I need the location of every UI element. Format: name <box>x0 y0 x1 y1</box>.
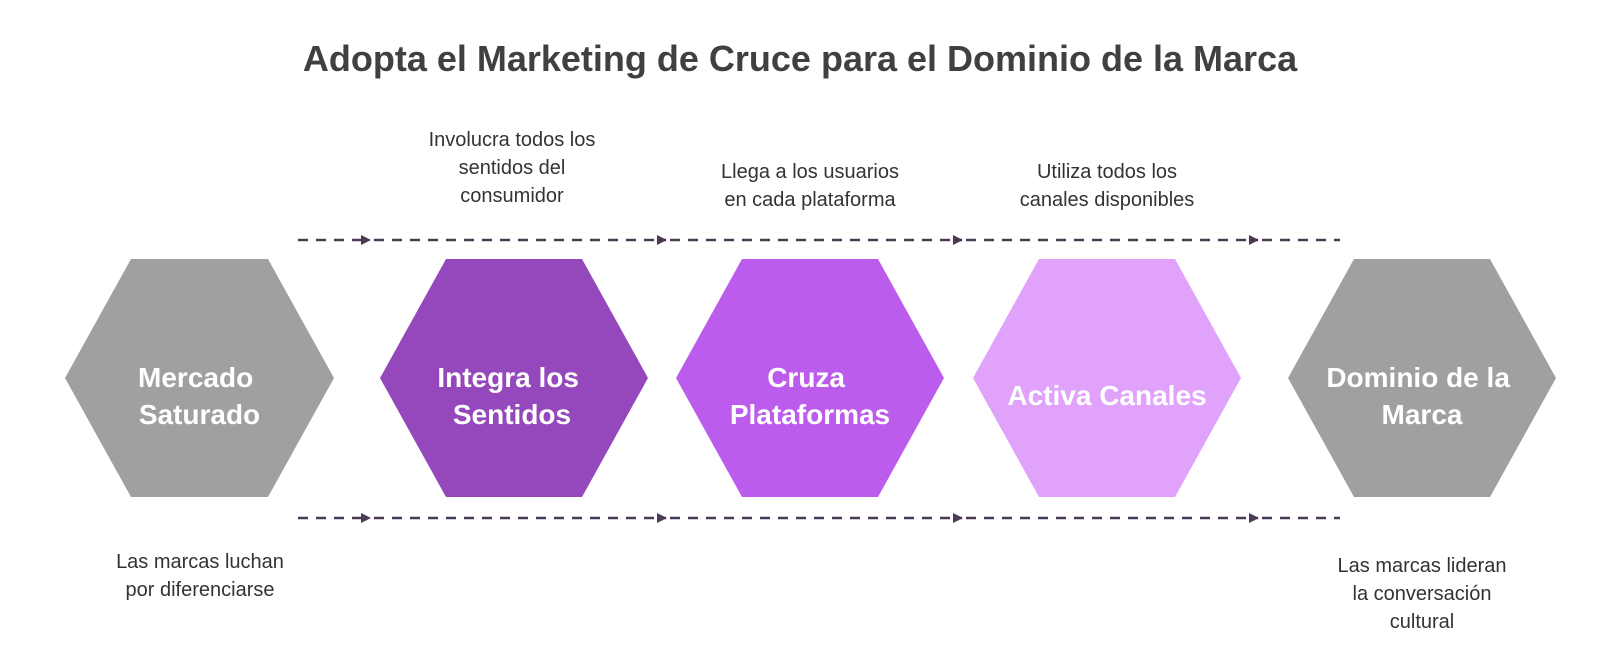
step-3-description-line-2: en cada plataforma <box>724 189 896 211</box>
step-4-description-line-2: canales disponibles <box>1019 189 1195 211</box>
step-1-description-line-2: por diferenciarse <box>125 579 275 601</box>
step-4-description-line-1: Utiliza todos los <box>1036 161 1178 183</box>
svg-text:Cruza Plataformas: Cruza Plataformas <box>730 362 890 430</box>
step-1-node: Mercado Saturado <box>65 259 334 497</box>
step-1-description-line-1: Las marcas luchan <box>116 551 284 573</box>
step-1-description: Las marcas luchan por diferenciarse <box>80 548 320 604</box>
step-3-label-line-2: Plataformas <box>730 399 890 430</box>
step-2-label-line-1: Integra los <box>437 362 579 393</box>
step-4-label-line-1: Activa Canales <box>1007 380 1206 411</box>
step-5-description: Las marcas lideran la conversación cultu… <box>1302 552 1542 636</box>
step-3-description-line-1: Llega a los usuarios <box>721 161 899 183</box>
step-1-label-line-1: Mercado <box>138 362 253 393</box>
step-4-description: Utiliza todos los canales disponibles <box>987 158 1227 214</box>
step-2-description: Involucra todos los sentidos del consumi… <box>392 126 632 210</box>
svg-text:Activa Canales: Activa Canales <box>1007 380 1206 411</box>
step-3-label-line-1: Cruza <box>767 362 845 393</box>
step-2-description-line-1: Involucra todos los <box>428 129 596 151</box>
step-2-node: Integra los Sentidos <box>380 259 648 497</box>
step-4-hexagon <box>973 259 1241 497</box>
step-2-description-line-3: consumidor <box>460 185 564 207</box>
step-5-description-line-3: cultural <box>1389 611 1455 633</box>
step-5-description-line-2: la conversación <box>1352 583 1492 605</box>
step-3-node: Cruza Plataformas <box>676 259 944 497</box>
svg-text:Integra los Sentidos: Integra los Sentidos <box>437 362 586 430</box>
step-5-label-line-1: Dominio de la <box>1326 362 1510 393</box>
step-1-label-line-2: Saturado <box>139 399 260 430</box>
step-2-hexagon <box>380 259 648 497</box>
step-5-description-line-1: Las marcas lideran <box>1337 555 1507 577</box>
step-3-hexagon <box>676 259 944 497</box>
svg-text:Mercado Saturado: Mercado Saturado <box>138 362 261 430</box>
diagram-title: Adopta el Marketing de Cruce para el Dom… <box>302 38 1298 79</box>
svg-text:Dominio de la Marca: Dominio de la Marca <box>1326 362 1517 430</box>
step-2-label-line-2: Sentidos <box>453 399 571 430</box>
step-5-hexagon <box>1288 259 1556 497</box>
step-3-description: Llega a los usuarios en cada plataforma <box>690 158 930 214</box>
step-2-description-line-2: sentidos del <box>458 157 566 179</box>
step-4-node: Activa Canales <box>973 259 1241 497</box>
step-5-label-line-2: Marca <box>1382 399 1463 430</box>
step-5-node: Dominio de la Marca <box>1288 259 1556 497</box>
step-1-hexagon <box>65 259 334 497</box>
